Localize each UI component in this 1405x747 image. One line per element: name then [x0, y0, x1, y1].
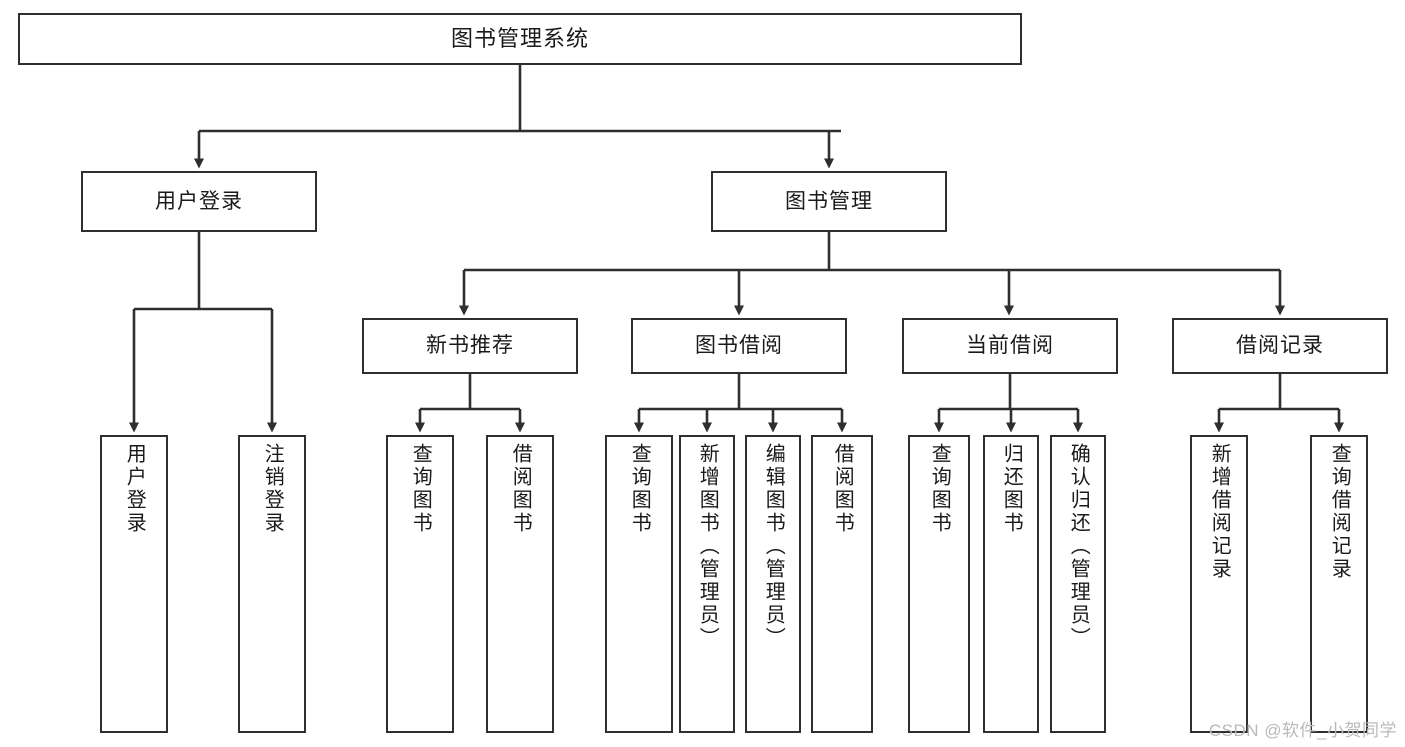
- watermark: CSDN @软件_小贺同学: [1208, 721, 1397, 740]
- leaf-add-book[interactable]: 新增图书（管理员）: [679, 435, 735, 733]
- node-label: 查询图书: [928, 443, 951, 535]
- node-new-book-recommendation[interactable]: 新书推荐: [362, 318, 578, 374]
- leaf-query-book-1[interactable]: 查询图书: [386, 435, 454, 733]
- node-label: 编辑图书（管理员）: [762, 443, 785, 650]
- leaf-confirm-return[interactable]: 确认归还（管理员）: [1050, 435, 1106, 733]
- node-label: 图书借阅: [695, 334, 783, 358]
- leaf-borrow-book-2[interactable]: 借阅图书: [811, 435, 873, 733]
- node-user-login[interactable]: 用户登录: [81, 171, 317, 232]
- leaf-query-book-3[interactable]: 查询图书: [908, 435, 970, 733]
- leaf-user-login[interactable]: 用户登录: [100, 435, 168, 733]
- node-label: 用户登录: [155, 189, 243, 213]
- leaf-borrow-book-1[interactable]: 借阅图书: [486, 435, 554, 733]
- node-label: 注销登录: [261, 443, 284, 535]
- leaf-logout[interactable]: 注销登录: [238, 435, 306, 733]
- node-label: 查询借阅记录: [1328, 443, 1351, 581]
- node-root-system[interactable]: 图书管理系统: [18, 13, 1022, 65]
- node-book-management[interactable]: 图书管理: [711, 171, 947, 232]
- node-label: 查询图书: [409, 443, 432, 535]
- node-label: 确认归还（管理员）: [1067, 443, 1090, 650]
- node-label: 借阅图书: [509, 443, 532, 535]
- leaf-query-book-2[interactable]: 查询图书: [605, 435, 673, 733]
- node-label: 图书管理: [785, 189, 873, 213]
- leaf-query-borrow-record[interactable]: 查询借阅记录: [1310, 435, 1368, 733]
- node-label: 借阅图书: [831, 443, 854, 535]
- node-label: 新书推荐: [426, 334, 514, 358]
- node-label: 借阅记录: [1236, 334, 1324, 358]
- node-book-borrowing[interactable]: 图书借阅: [631, 318, 847, 374]
- node-label: 新增图书（管理员）: [696, 443, 719, 650]
- node-label: 新增借阅记录: [1208, 443, 1231, 581]
- node-borrowing-record[interactable]: 借阅记录: [1172, 318, 1388, 374]
- node-label: 当前借阅: [966, 334, 1054, 358]
- leaf-edit-book[interactable]: 编辑图书（管理员）: [745, 435, 801, 733]
- node-current-borrowing[interactable]: 当前借阅: [902, 318, 1118, 374]
- leaf-return-book[interactable]: 归还图书: [983, 435, 1039, 733]
- node-label: 归还图书: [1000, 443, 1023, 535]
- node-label: 查询图书: [628, 443, 651, 535]
- node-label: 图书管理系统: [450, 25, 589, 51]
- leaf-add-borrow-record[interactable]: 新增借阅记录: [1190, 435, 1248, 733]
- node-label: 用户登录: [123, 443, 146, 535]
